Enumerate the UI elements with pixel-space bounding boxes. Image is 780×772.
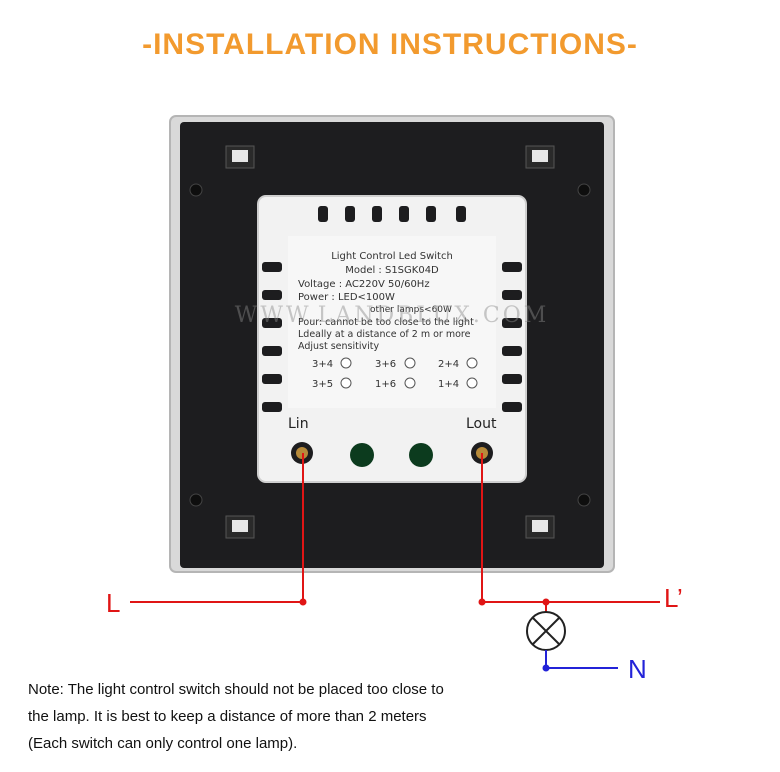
label-l: L xyxy=(106,588,121,618)
sensitivity-dial-icon xyxy=(466,377,478,389)
sensitivity-dial-icon xyxy=(340,377,352,389)
module-side-tabs xyxy=(262,262,522,412)
wire-joint xyxy=(299,598,307,606)
sensitivity-dial-icon xyxy=(404,377,416,389)
corner-clip xyxy=(532,520,548,532)
screw-hole xyxy=(189,493,203,507)
note-line: Note: The light control switch should no… xyxy=(28,681,444,698)
terminal-label-lin: Lin xyxy=(288,416,309,432)
sensitivity-dial-icon xyxy=(404,357,416,369)
corner-clip xyxy=(232,520,248,532)
module-label-line: other lamps<60W xyxy=(370,305,452,315)
sensitivity-dial-icon xyxy=(466,357,478,369)
screw-hole xyxy=(189,183,203,197)
screw-hole xyxy=(577,183,591,197)
module-top-tabs xyxy=(318,206,466,222)
sensitivity-option: 2+4 xyxy=(438,359,459,370)
sensitivity-option: 1+6 xyxy=(375,379,396,390)
corner-clip xyxy=(532,150,548,162)
sensitivity-option: 1+4 xyxy=(438,379,459,390)
module-label-line: Model : S1SGK04D xyxy=(345,265,439,276)
sensitivity-dial-icon xyxy=(340,357,352,369)
module-label-line: Voltage : AC220V 50/60Hz xyxy=(298,279,430,290)
module-label-line: Ldeally at a distance of 2 m or more xyxy=(298,329,471,340)
terminal-hole xyxy=(350,443,374,467)
sensitivity-option: 3+6 xyxy=(375,359,396,370)
wire-joint xyxy=(542,664,550,672)
label-n: N xyxy=(628,654,647,684)
watermark: WWW.LANDBLUX.COM xyxy=(235,303,550,328)
screw-hole xyxy=(577,493,591,507)
terminal-label-lout: Lout xyxy=(466,416,497,432)
module-label-sticker xyxy=(288,236,496,408)
note-line: (Each switch can only control one lamp). xyxy=(28,735,298,752)
module-label-line: Pour: cannot be too close to the light xyxy=(298,317,474,328)
page-title: -INSTALLATION INSTRUCTIONS- xyxy=(142,28,638,61)
label-l-prime: L’ xyxy=(664,583,683,613)
note-line: the lamp. It is best to keep a distance … xyxy=(28,708,427,725)
terminal-hole xyxy=(409,443,433,467)
installation-note: Note: The light control switch should no… xyxy=(28,676,528,757)
sensitivity-option: 3+4 xyxy=(312,359,333,370)
wire-joint xyxy=(542,598,550,606)
module-label-line: Light Control Led Switch xyxy=(331,251,453,262)
corner-clip xyxy=(232,150,248,162)
module-label-line: Power : LED<100W xyxy=(298,292,395,303)
wire-joint xyxy=(478,598,486,606)
sensitivity-option: 3+5 xyxy=(312,379,333,390)
module-label-line: Adjust sensitivity xyxy=(298,341,379,352)
